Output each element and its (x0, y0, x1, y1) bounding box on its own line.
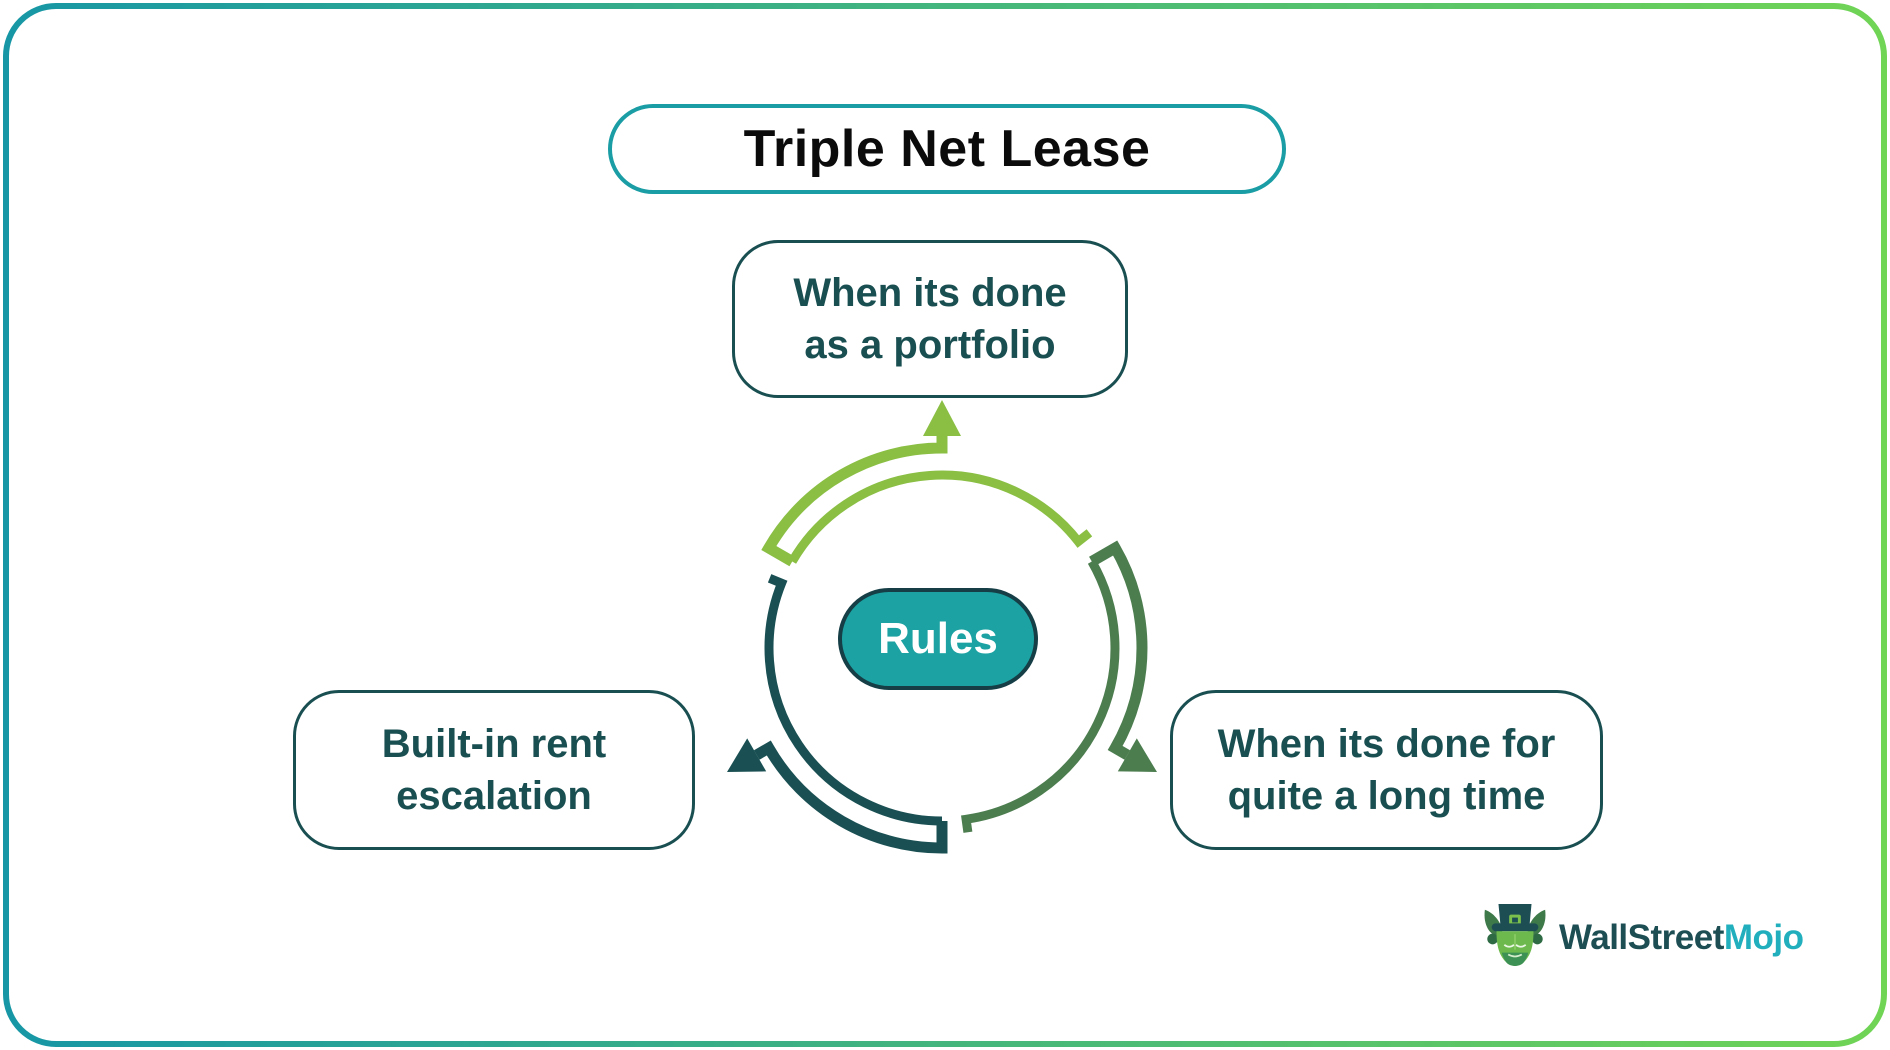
logo-text-wallstreet: WallStreet (1559, 918, 1724, 957)
logo-text-mojo: Mojo (1723, 918, 1804, 957)
diagram-title-label: Triple Net Lease (743, 120, 1151, 178)
node-rent-escalation-line1: Built-in rent (381, 722, 607, 766)
node-portfolio-line2: as a portfolio (804, 323, 1056, 367)
node-portfolio: When its done as a portfolio (732, 240, 1128, 398)
wallstreetmojo-wordmark: WallStreetMojo (1559, 918, 1804, 958)
top-arc-outer (761, 434, 948, 567)
wallstreetmojo-logo: WallStreetMojo (1480, 898, 1804, 978)
bottom-left-arc-outer (753, 740, 948, 854)
diagram-title: Triple Net Lease (608, 104, 1286, 194)
center-node-label: Rules (878, 614, 998, 663)
up-arrowhead-icon (923, 400, 961, 436)
cycle-arc-right (961, 540, 1157, 833)
right-arc-outer (1089, 540, 1148, 760)
node-long-time: When its done for quite a long time (1170, 690, 1603, 850)
down-left-arrowhead-icon (727, 738, 767, 772)
right-arc-inner (961, 559, 1120, 833)
node-rent-escalation: Built-in rent escalation (293, 690, 695, 850)
cycle-arc-bottom-left (727, 574, 948, 854)
node-long-time-line2: quite a long time (1227, 774, 1546, 818)
node-rent-escalation-line2: escalation (396, 774, 592, 818)
cycle-arc-top (761, 400, 1093, 567)
top-arc-inner (788, 470, 1093, 564)
node-portfolio-line1: When its done (793, 271, 1067, 315)
bottom-left-arc-inner (764, 574, 943, 826)
gradient-border-ring (3, 3, 1887, 1047)
center-node-rules: Rules (838, 588, 1038, 690)
down-right-arrowhead-icon (1117, 738, 1157, 772)
node-long-time-line1: When its done for (1217, 722, 1556, 766)
bull-mascot-icon (1484, 903, 1546, 966)
